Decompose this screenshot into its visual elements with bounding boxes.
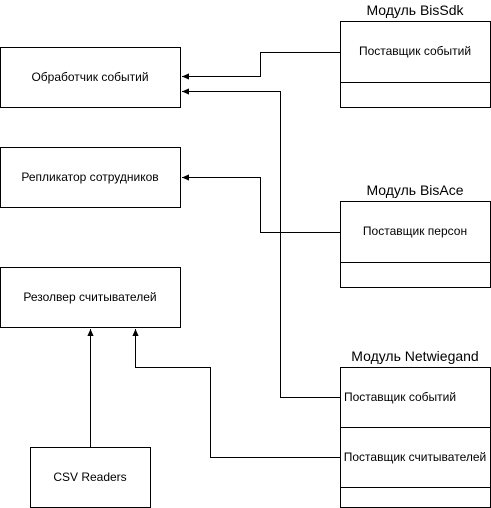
- event-handler-box: Обработчик событий: [0, 47, 181, 108]
- module-netwiegand-title: Модуль Netwiegand: [351, 348, 478, 364]
- module-bissdk-item-events: Поставщик событий: [359, 44, 471, 58]
- employee-replicator-label: Репликатор сотрудников: [21, 170, 158, 184]
- reader-resolver-label: Резолвер считывателей: [23, 290, 156, 304]
- connector-netwiegand-events-to-handler: [182, 88, 341, 398]
- csv-readers-box: CSV Readers: [30, 447, 151, 508]
- module-bisace-item-persons: Поставщик персон: [363, 224, 467, 238]
- csv-readers-label: CSV Readers: [53, 470, 126, 484]
- module-bissdk-title: Модуль BisSdk: [366, 2, 464, 18]
- module-netwiegand-item-readers: Поставщик считывателей: [344, 450, 486, 464]
- reader-resolver-box: Резолвер считывателей: [0, 267, 181, 328]
- connector-netwiegand-readers-to-resolver: [132, 329, 341, 458]
- employee-replicator-box: Репликатор сотрудников: [0, 147, 181, 208]
- connector-bissdk-events-to-handler: [182, 52, 341, 80]
- event-handler-label: Обработчик событий: [31, 70, 148, 84]
- connector-bisace-persons-to-replicator: [182, 174, 341, 233]
- module-netwiegand-item-events: Поставщик событий: [344, 390, 456, 404]
- module-netwiegand: Модуль Netwiegand Поставщик событий Пост…: [340, 348, 491, 508]
- module-bissdk: Модуль BisSdk Поставщик событий: [340, 2, 491, 108]
- module-bisace: Модуль BisAce Поставщик персон: [340, 182, 491, 288]
- module-bisace-title: Модуль BisAce: [366, 182, 463, 198]
